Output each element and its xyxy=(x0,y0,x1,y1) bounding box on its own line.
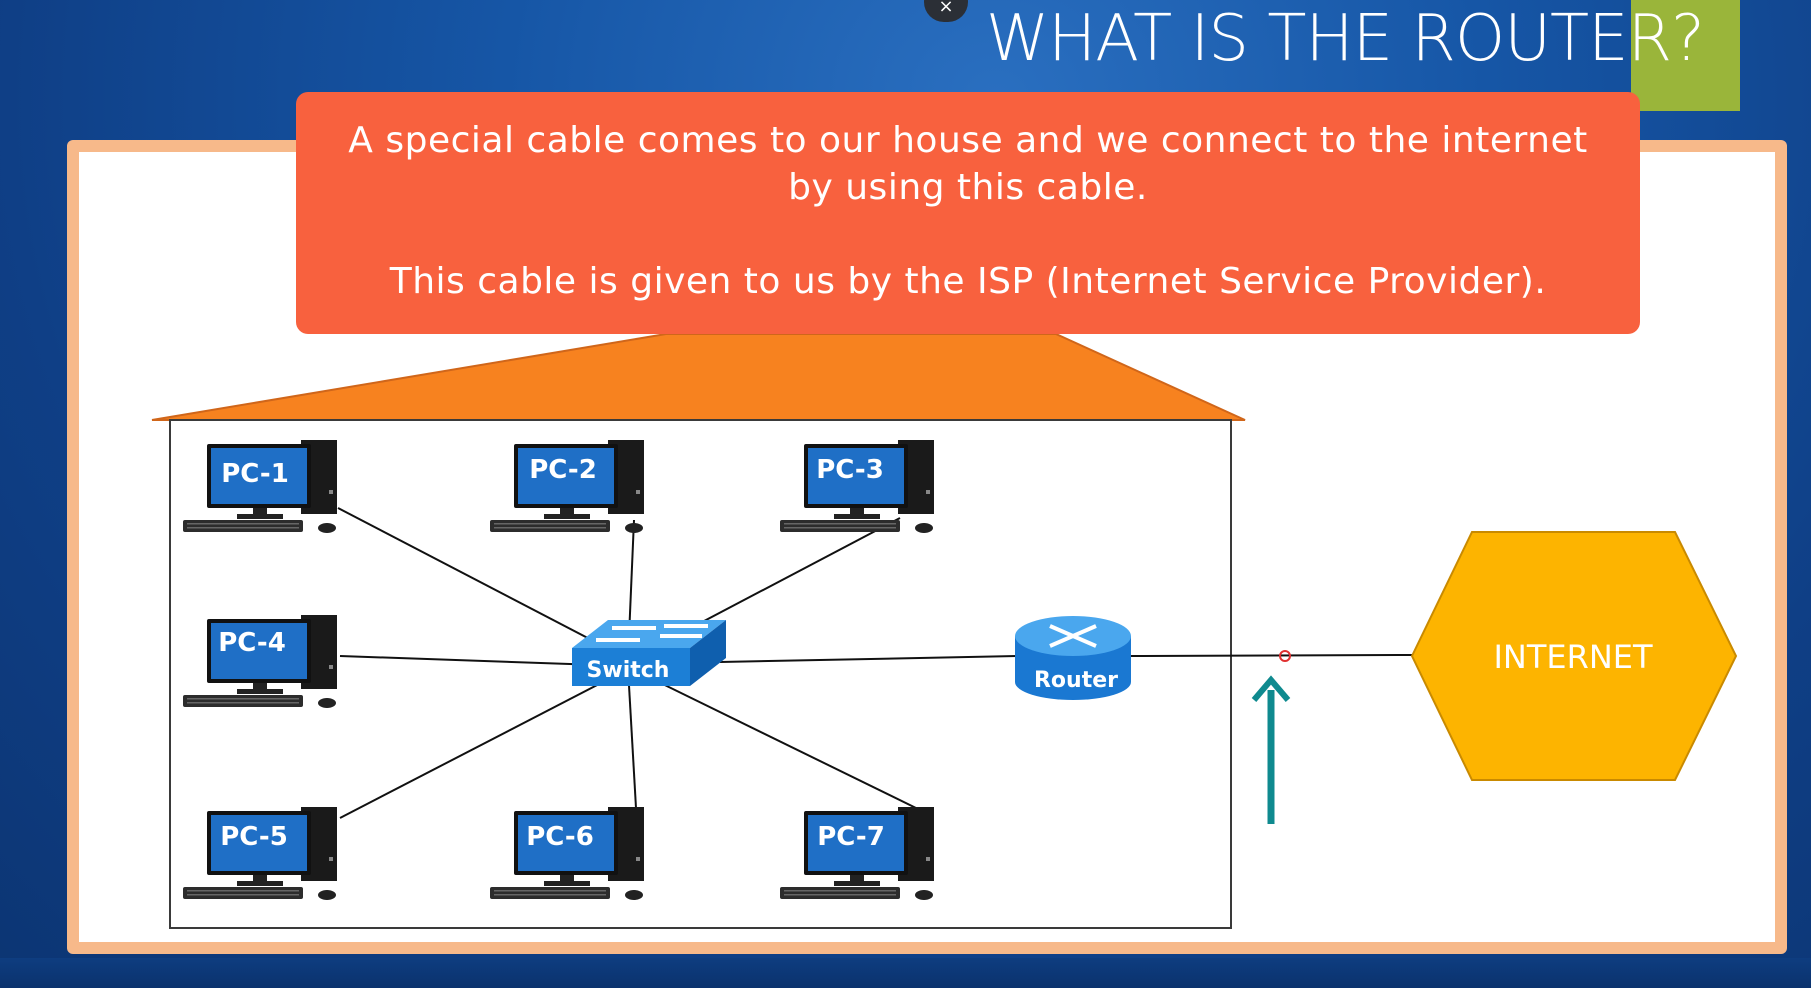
pc-1: PC-1 xyxy=(183,440,337,533)
house-walls xyxy=(169,419,1232,929)
pc-label: PC-2 xyxy=(529,455,597,485)
pc-6: PC-6 xyxy=(490,807,644,900)
router-label: Router xyxy=(1034,668,1118,693)
pc-7: PC-7 xyxy=(780,807,934,900)
pc-label: PC-5 xyxy=(220,822,288,852)
background-strip xyxy=(0,958,1811,988)
close-icon[interactable]: × xyxy=(924,0,968,22)
pc-3: PC-3 xyxy=(780,440,934,533)
pc-label: PC-6 xyxy=(526,822,594,852)
pc-5: PC-5 xyxy=(183,807,337,900)
callout-box: A special cable comes to our house and w… xyxy=(296,92,1640,334)
network-cables xyxy=(337,507,1413,819)
cable-marker xyxy=(1279,650,1291,662)
switch-label: Switch xyxy=(587,658,670,683)
pc-4: PC-4 xyxy=(183,615,337,708)
pc-2: PC-2 xyxy=(490,440,644,533)
pc-label: PC-4 xyxy=(218,628,286,658)
router-icon: Router xyxy=(1015,616,1131,700)
slide-title: WHAT IS THE ROUTER? xyxy=(985,2,1705,76)
switch-icon: Switch xyxy=(572,620,726,686)
internet-node: INTERNET xyxy=(1410,531,1738,781)
accent-square xyxy=(1631,0,1740,111)
pc-label: PC-1 xyxy=(221,459,289,489)
pc-label: PC-3 xyxy=(816,455,884,485)
house-roof xyxy=(151,333,1246,421)
pc-label: PC-7 xyxy=(817,822,885,852)
arrow-up-icon xyxy=(1251,675,1291,824)
internet-label: INTERNET xyxy=(1493,638,1653,676)
